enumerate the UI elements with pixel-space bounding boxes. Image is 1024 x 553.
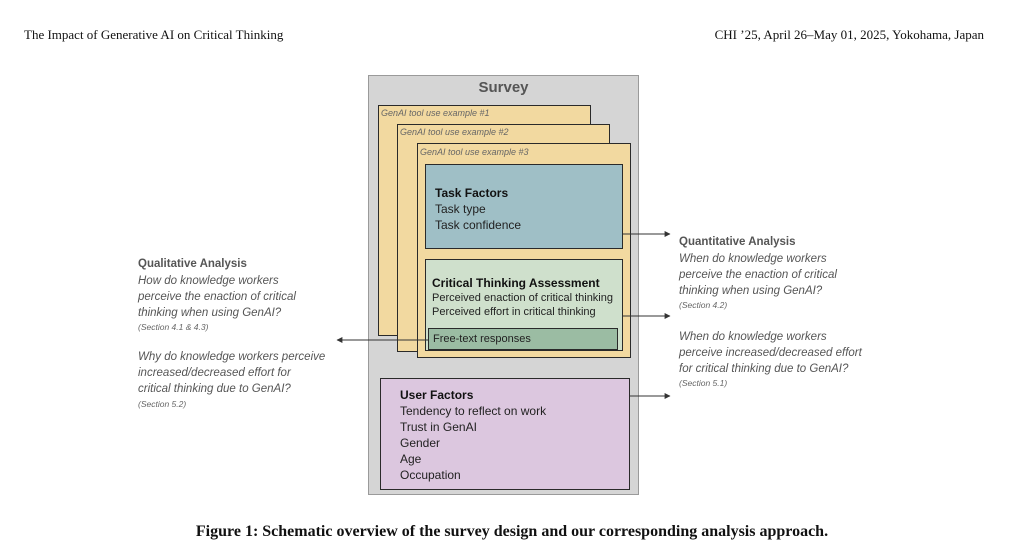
qualitative-question-2-line: critical thinking due to GenAI? [138, 383, 291, 395]
user-factor-item: Occupation [400, 468, 461, 482]
quantitative-question-1-line: thinking when using GenAI? [679, 285, 823, 297]
quantitative-question-1-line: perceive the enaction of critical [679, 269, 837, 281]
quantitative-question-2-ref: (Section 5.1) [679, 378, 728, 388]
qualitative-question-2-ref: (Section 5.2) [138, 399, 187, 409]
critical-thinking-title: Critical Thinking Assessment [432, 276, 600, 290]
quantitative-question-2-line: perceive increased/decreased effort [679, 347, 862, 359]
survey-title: Survey [478, 79, 529, 96]
user-factor-item: Gender [400, 436, 441, 450]
quantitative-question-2-line: When do knowledge workers [679, 331, 827, 343]
task-factors-box [425, 164, 623, 249]
user-factors-box [380, 378, 630, 490]
qualitative-question-1-ref: (Section 4.1 & 4.3) [138, 322, 209, 332]
example-card-label-2: GenAI tool use example #2 [400, 127, 509, 137]
quantitative-question-1-ref: (Section 4.2) [679, 300, 728, 310]
qualitative-question-2-line: Why do knowledge workers perceive [138, 351, 326, 363]
qualitative-question-2-line: increased/decreased effort for [138, 367, 291, 379]
figure-caption: Figure 1: Schematic overview of the surv… [195, 523, 829, 540]
quantitative-question-2-line: for critical thinking due to GenAI? [679, 363, 849, 375]
qualitative-question-1-line: How do knowledge workers [138, 275, 279, 287]
critical-thinking-item: Perceived enaction of critical thinking [432, 292, 613, 304]
critical-thinking-item: Perceived effort in critical thinking [432, 306, 596, 318]
user-factor-item: Trust in GenAI [400, 420, 477, 434]
task-factor-item: Task confidence [435, 218, 522, 232]
user-factor-item: Age [400, 452, 422, 466]
running-header-venue: CHI ’25, April 26–May 01, 2025, Yokohama… [714, 27, 984, 42]
quantitative-question-1-line: When do knowledge workers [679, 253, 827, 265]
example-card-label-1: GenAI tool use example #1 [381, 108, 490, 118]
quantitative-analysis-title: Quantitative Analysis [679, 236, 796, 248]
qualitative-question-1-line: perceive the enaction of critical [138, 291, 296, 303]
running-header-title: The Impact of Generative AI on Critical … [24, 27, 284, 42]
free-text-box [428, 328, 618, 350]
task-factors-title: Task Factors [435, 186, 509, 200]
qualitative-analysis-title: Qualitative Analysis [138, 258, 247, 270]
qualitative-question-1-line: thinking when using GenAI? [138, 307, 282, 319]
user-factors-title: User Factors [400, 388, 474, 402]
free-text-label: Free-text responses [433, 333, 531, 345]
user-factor-item: Tendency to reflect on work [400, 404, 547, 418]
example-card-label-3: GenAI tool use example #3 [420, 147, 529, 157]
task-factor-item: Task type [435, 202, 486, 216]
